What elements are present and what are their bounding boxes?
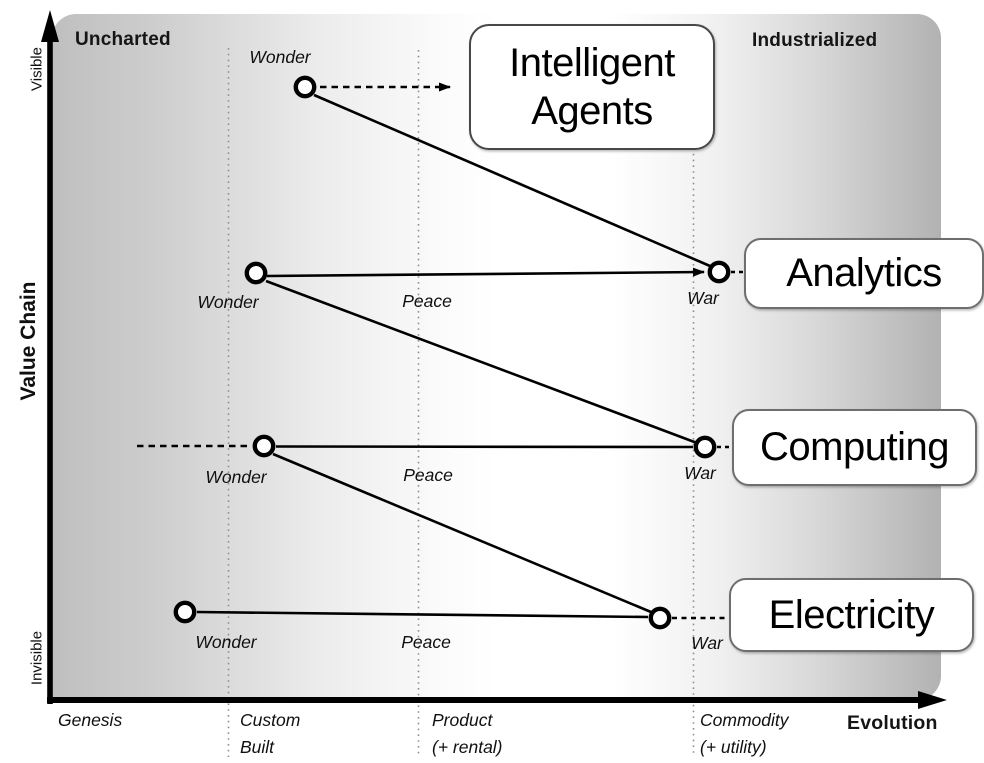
y-axis-title: Value Chain <box>17 281 40 401</box>
component-label: Electricity <box>768 592 935 637</box>
y-axis-invisible-label: Invisible <box>28 630 46 686</box>
x-axis-stage-genesis: Genesis <box>58 707 122 734</box>
phase-peace-electricity: Peace <box>401 632 451 652</box>
node-electricity-wonder <box>173 600 197 624</box>
phase-peace-analytics: Peace <box>402 291 452 311</box>
phase-war-electricity: War <box>691 633 723 653</box>
link-electricity-wonder-to-war <box>196 610 649 619</box>
x-axis-stage-product: Product (+ rental) <box>432 707 503 761</box>
x-axis-title: Evolution <box>847 712 938 734</box>
component-label-line: Intelligent <box>509 41 675 85</box>
phase-peace-computing: Peace <box>403 465 453 485</box>
x-axis-stage-custom-built: Custom Built <box>240 707 300 761</box>
region-uncharted: Uncharted <box>75 29 171 50</box>
node-intelligent-agents-wonder <box>293 75 317 99</box>
link-computing-to-electricity <box>272 452 652 614</box>
stage-label-line: Genesis <box>58 710 123 730</box>
stage-label-line: Custom <box>240 710 301 730</box>
x-axis-stage-commodity: Commodity (+ utility) <box>700 707 789 761</box>
phase-wonder-analytics: Wonder <box>197 292 259 312</box>
stage-label-line: Built <box>240 737 275 757</box>
node-computing-war <box>693 435 717 459</box>
phase-wonder-intelligent-agents: Wonder <box>249 47 311 67</box>
component-label-line: Agents <box>531 89 653 133</box>
component-label: Analytics <box>786 251 942 295</box>
phase-wonder-computing: Wonder <box>205 467 267 487</box>
phase-wonder-electricity: Wonder <box>195 632 257 652</box>
node-analytics-wonder <box>244 261 268 285</box>
y-axis-visible-label: Visible <box>28 47 46 91</box>
node-analytics-war <box>707 260 731 284</box>
link-analytics-to-computing <box>265 279 698 445</box>
region-industrialized: Industrialized <box>752 30 878 51</box>
stage-label-line: (+ rental) <box>432 737 503 757</box>
phase-war-computing: War <box>684 463 716 483</box>
link-computing-wonder-to-war <box>275 445 694 449</box>
phase-war-analytics: War <box>687 288 719 308</box>
component-box-computing: Computing <box>732 409 977 486</box>
y-axis <box>41 10 59 704</box>
stage-label-line: Product <box>432 710 493 730</box>
component-box-electricity: Electricity <box>729 578 974 652</box>
component-label: Computing <box>760 425 949 469</box>
link-intelligent-agents-to-analytics <box>313 93 711 268</box>
x-axis <box>47 691 947 709</box>
node-computing-wonder <box>252 434 276 458</box>
node-electricity-war <box>648 606 672 630</box>
component-box-intelligent-agents: Intelligent Agents <box>469 24 715 150</box>
component-box-analytics: Analytics <box>744 238 984 309</box>
stage-label-line: Commodity <box>700 710 789 730</box>
stage-label-line: (+ utility) <box>700 737 767 757</box>
link-analytics-wonder-to-war <box>266 267 705 278</box>
